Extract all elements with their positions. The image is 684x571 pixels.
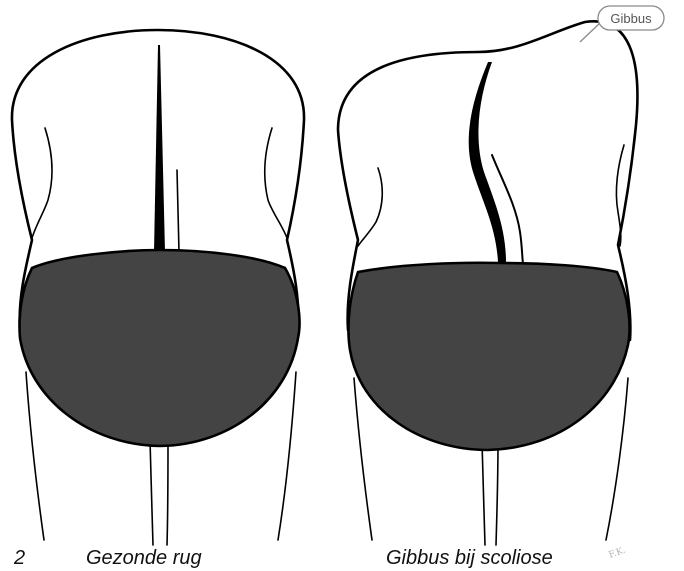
caption-scoliosis-back: Gibbus bij scoliose [386,548,553,568]
scoliosis-back-figure [338,21,637,545]
artist-signature: F.K. [608,545,628,560]
left-briefs [20,250,300,446]
gibbus-callout-label: Gibbus [610,11,652,26]
figure-number: 2 [14,548,25,568]
caption-healthy-back: Gezonde rug [86,548,202,568]
healthy-back-figure [12,30,304,545]
right-briefs [348,263,629,450]
